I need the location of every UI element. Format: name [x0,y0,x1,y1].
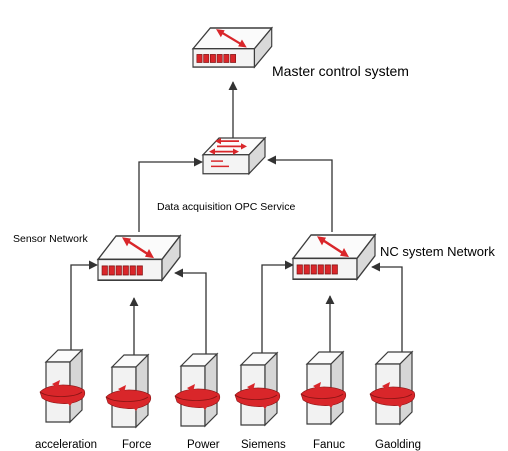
nc-network-switch-icon [291,233,377,281]
edge-sensor-to-opc [138,157,203,232]
device-siemens-server-icon [234,352,281,426]
edge-acceleration-to-sensor [70,260,98,350]
master-control-label: Master control system [272,63,409,79]
opc-service-label: Data acquisition OPC Service [157,201,295,213]
master-control-switch-icon [191,26,273,69]
device-label: Power [187,439,220,451]
device-force-server-icon [105,354,152,428]
device-label: Fanuc [313,439,345,451]
edge-nc-to-opc [267,155,333,232]
connector-lines [70,81,403,355]
device-label: Siemens [241,439,286,451]
sensor-network-switch-icon [96,234,182,282]
nc-network-label: NC system Network [380,244,495,259]
edge-power-to-sensor [174,268,207,354]
edge-siemens-to-nc [261,260,294,353]
device-gaolding-server-icon [369,351,416,425]
edge-gaolding-to-nc [371,262,403,352]
opc-service-hub-icon [202,137,266,175]
device-power-server-icon [174,353,221,427]
device-label: Force [122,439,151,451]
device-fanuc-server-icon [300,351,347,425]
device-acceleration-server-icon [39,349,86,423]
device-label: Gaolding [375,439,421,451]
device-label: acceleration [35,439,97,451]
sensor-network-label: Sensor Network [13,233,88,245]
